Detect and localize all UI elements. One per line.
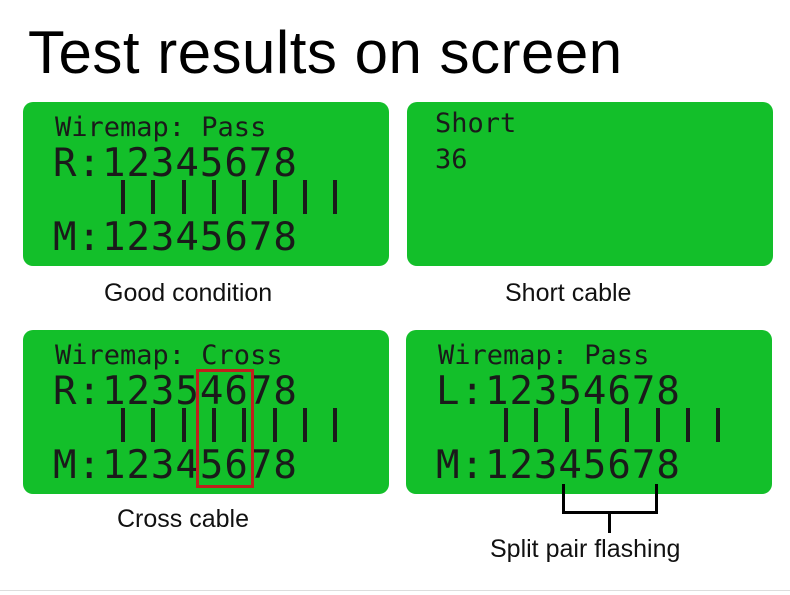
lcd-header: Short [435, 108, 517, 139]
caption-good: Good condition [104, 279, 273, 307]
lcd-row-m: M:12345678 [53, 215, 298, 260]
lcd-row-l: L:12354678 [436, 369, 681, 414]
lcd-row-m: M:12345678 [53, 443, 298, 488]
caption-short: Short cable [505, 279, 632, 307]
wire-bar [656, 408, 660, 442]
wire-bar [565, 408, 569, 442]
bracket-right-leg [655, 484, 658, 514]
bottom-divider [0, 590, 790, 591]
bracket-left-leg [562, 484, 565, 514]
lcd-header: Wiremap: Pass [438, 340, 650, 371]
wire-bar [182, 180, 186, 214]
wire-bar [121, 408, 125, 442]
lcd-header: Wiremap: Pass [55, 112, 267, 143]
page-title: Test results on screen [28, 19, 623, 86]
bracket-stem [608, 511, 611, 533]
wire-bar [504, 408, 508, 442]
lcd-panel-split: Wiremap: Pass L:12354678 M:12345678 [406, 330, 772, 494]
wire-bar [716, 408, 720, 442]
wire-bar [333, 180, 337, 214]
wire-bar [686, 408, 690, 442]
lcd-panel-cross: Wiremap: Cross R:12354678 M:12345678 [23, 330, 389, 494]
wire-bar [595, 408, 599, 442]
wire-bar [303, 408, 307, 442]
wire-bar [212, 180, 216, 214]
lcd-header: Wiremap: Cross [55, 340, 283, 371]
wire-bar [625, 408, 629, 442]
lcd-row-r: R:12345678 [53, 141, 298, 186]
cross-highlight-box [196, 369, 254, 488]
wire-bar [182, 408, 186, 442]
wire-bar [242, 408, 246, 442]
wire-bar [151, 180, 155, 214]
wire-bar [333, 408, 337, 442]
wire-bar [303, 180, 307, 214]
lcd-row-r: R:12354678 [53, 369, 298, 414]
caption-cross: Cross cable [117, 505, 249, 533]
wire-bar [151, 408, 155, 442]
lcd-short-value: 36 [435, 144, 468, 175]
wire-bar [273, 408, 277, 442]
caption-split: Split pair flashing [490, 535, 681, 563]
lcd-row-m: M:12345678 [436, 443, 681, 488]
wire-bar [273, 180, 277, 214]
wire-bar [121, 180, 125, 214]
wire-bar [212, 408, 216, 442]
lcd-panel-good: Wiremap: Pass R:12345678 M:12345678 [23, 102, 389, 266]
lcd-panel-short: Short 36 [407, 102, 773, 266]
wire-bar [242, 180, 246, 214]
wire-bar [534, 408, 538, 442]
